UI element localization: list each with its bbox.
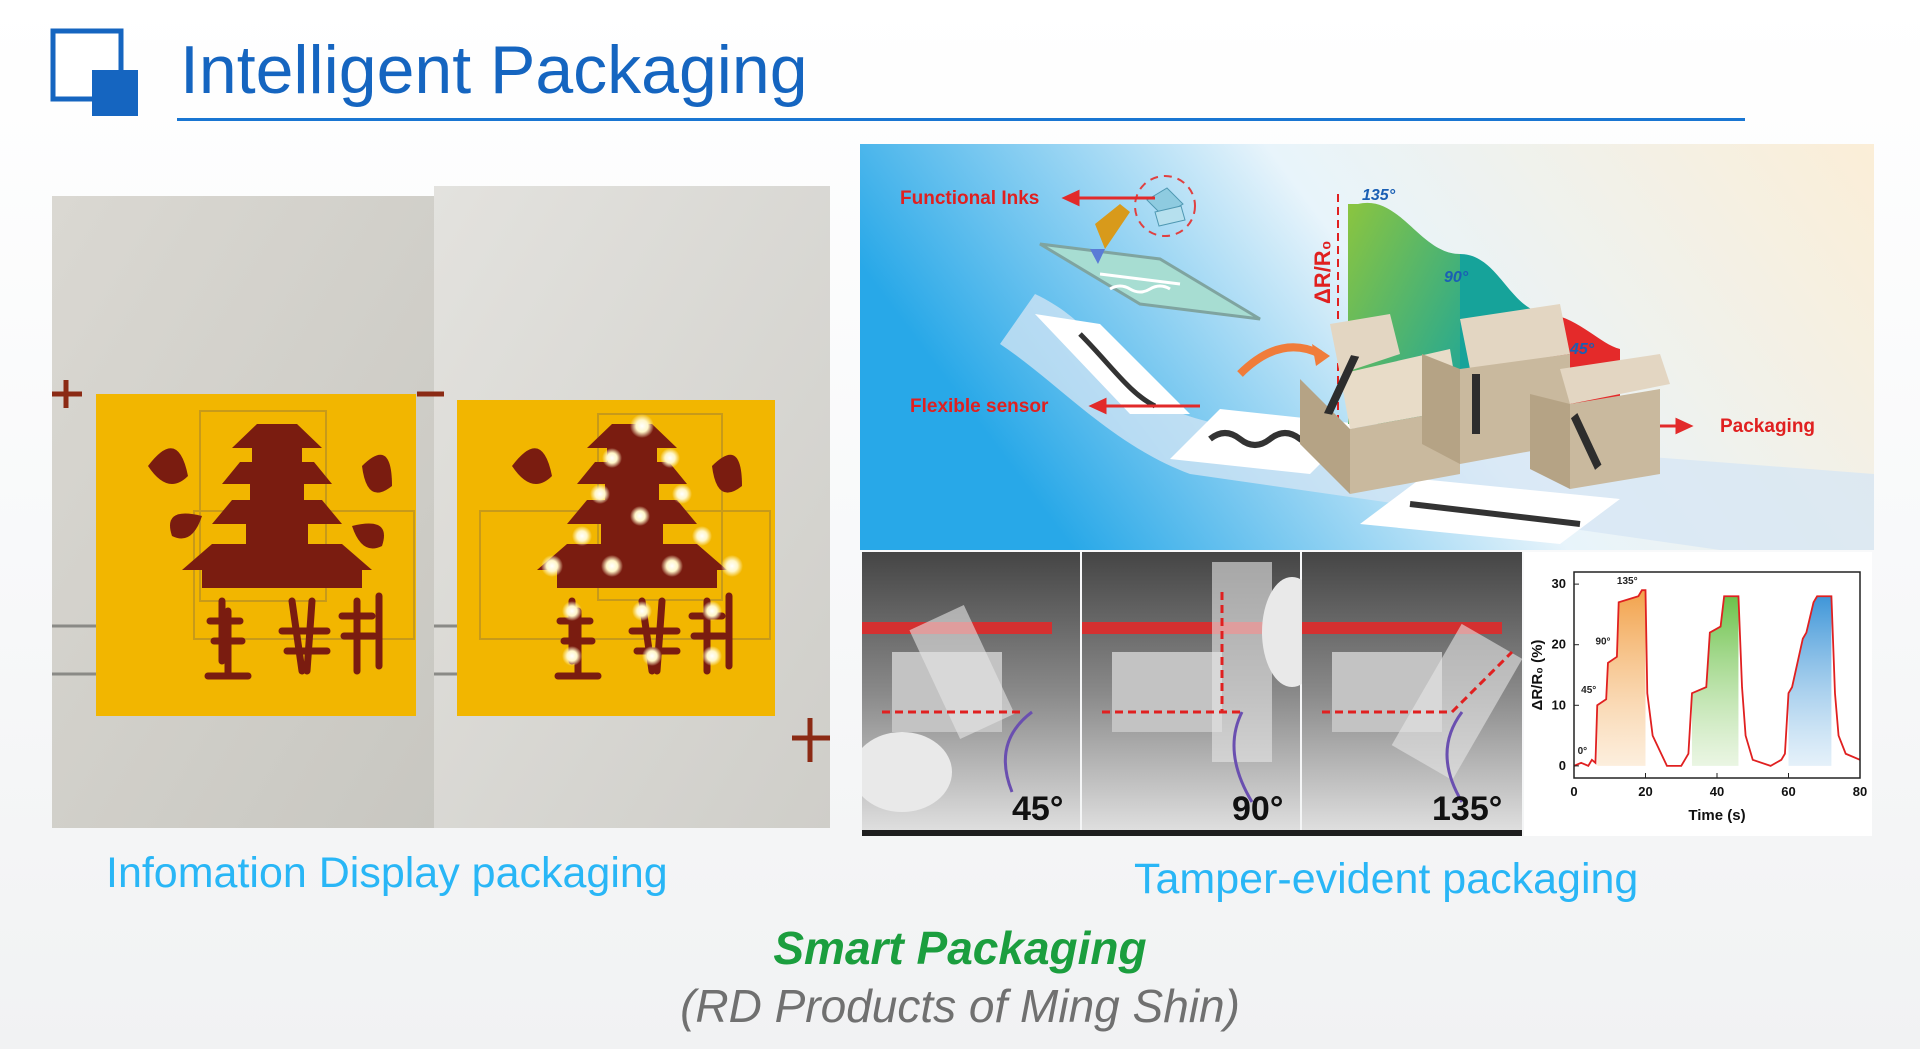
photo-angle-45: 45°: [1012, 790, 1063, 828]
label-flexible-sensor: Flexible sensor: [910, 396, 1049, 417]
chart-annotation: 45°: [1581, 685, 1596, 696]
y-tick-label: 0: [1559, 758, 1566, 773]
tamper-test-photos: 45° 90° 135°: [862, 552, 1522, 836]
footer-highlight: Smart Packaging: [773, 922, 1147, 974]
schematic-axis-label: ΔR/R₀: [1310, 240, 1335, 304]
chart-annotation: 90°: [1595, 637, 1610, 648]
chart-annotation: 0°: [1578, 746, 1588, 757]
chart-y-axis-label: ΔR/R₀ (%): [1529, 640, 1546, 711]
label-functional-inks: Functional Inks: [900, 188, 1039, 209]
resistance-chart: 0 20 40 60 80 0 10 20 30 0° 45° 90° 135° Time (s) Δ…: [1524, 552, 1872, 836]
photo-angle-90: 90°: [1232, 790, 1283, 828]
y-tick-label: 20: [1552, 637, 1566, 652]
chart-pulse-fill-1: [1597, 590, 1646, 766]
tamper-evident-schematic: Functional Inks Flexible sensor Packagin…: [860, 144, 1874, 550]
caption-tamper-evident: Tamper-evident packaging: [1134, 855, 1639, 903]
x-tick-label: 80: [1853, 784, 1867, 799]
unlit-panel: [52, 394, 416, 716]
chart-pulse-fill-2: [1691, 596, 1739, 766]
schematic-angle-135: 135°: [1362, 187, 1396, 204]
chart-series-line: [1573, 589, 1861, 768]
y-tick-label: 10: [1552, 697, 1566, 712]
photo-panel-45: [862, 552, 1080, 836]
printed-pagoda-led-display-photo: [52, 186, 830, 828]
functional-ink-flake-icon: [1134, 175, 1196, 237]
footer-source: (RD Products of Ming Shin): [680, 980, 1240, 1032]
chart-pulse-fill-3: [1788, 596, 1832, 766]
label-packaging: Packaging: [1720, 416, 1815, 437]
photo-panel-90: [1082, 552, 1322, 836]
title-underline: [177, 118, 1745, 121]
caption-information-display: Infomation Display packaging: [106, 849, 668, 897]
page-title: Intelligent Packaging: [180, 32, 808, 108]
x-tick-label: 20: [1638, 784, 1652, 799]
registration-mark: [52, 380, 830, 762]
y-tick-label: 30: [1552, 576, 1566, 591]
chart-annotation: 135°: [1617, 576, 1638, 587]
x-tick-label: 60: [1781, 784, 1795, 799]
photo-panel-135: [1302, 552, 1522, 836]
x-tick-label: 40: [1710, 784, 1724, 799]
printing-plate: [1039, 204, 1261, 321]
photo-angle-135: 135°: [1432, 790, 1502, 828]
chart-x-axis-label: Time (s): [1688, 807, 1745, 824]
lit-led-panel: [434, 400, 775, 716]
schematic-angle-45: 45°: [1569, 341, 1595, 358]
schematic-angle-90: 90°: [1444, 269, 1469, 286]
x-tick-label: 0: [1570, 784, 1577, 799]
packaging-box: [1300, 304, 1670, 494]
square-logo-icon: [50, 28, 138, 116]
